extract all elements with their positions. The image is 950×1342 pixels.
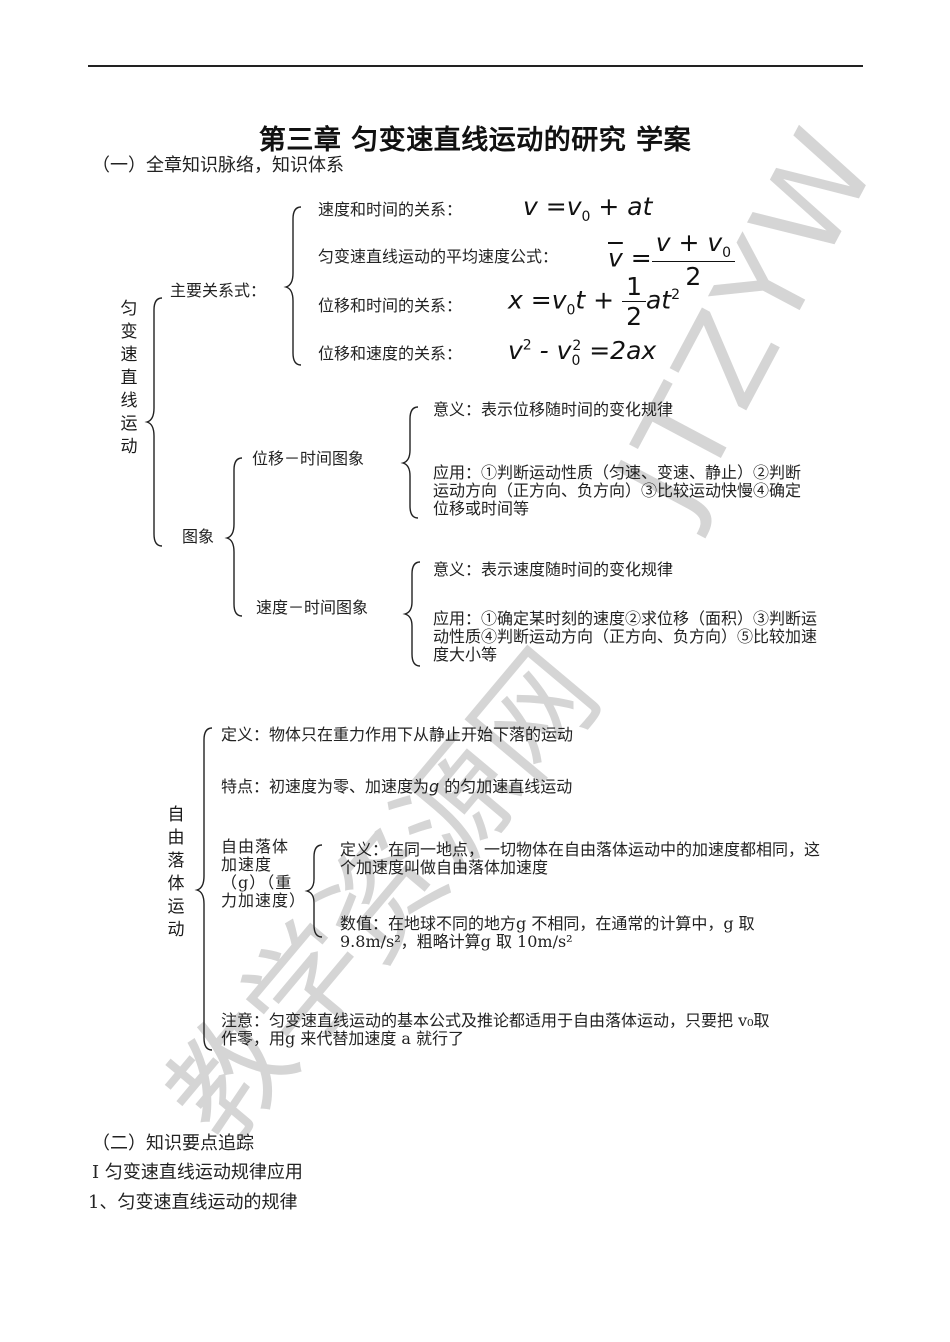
free-fall-feature: 特点：初速度为零、加速度为g 的匀加速直线运动 xyxy=(221,778,572,796)
root-brace xyxy=(144,297,163,547)
feature-post: 的匀加速直线运动 xyxy=(439,777,573,796)
header-rule xyxy=(88,65,863,67)
free-fall-brace xyxy=(194,727,213,1051)
xt-brace xyxy=(400,406,419,519)
free-fall-definition: 定义：物体只在重力作用下从静止开始下落的运动 xyxy=(221,725,574,744)
feature-g: g xyxy=(429,777,440,796)
feature-pre: 特点：初速度为零、加速度为 xyxy=(221,777,430,796)
vt-application: 应用：①确定某时刻的速度②求位移（面积）③判断运动性质④判断运动方向（正方向、负… xyxy=(433,609,818,664)
section2-heading: （二）知识要点追踪 xyxy=(92,1133,254,1154)
free-fall-label: 自由落体运动 xyxy=(167,805,185,940)
free-fall-note: 注意：匀变速直线运动的基本公式及推论都适用于自由落体运动，只要把 v₀取作零，用… xyxy=(221,1011,770,1048)
relation-label-avg: 匀变速直线运动的平均速度公式： xyxy=(318,247,559,266)
relation-label-xt: 位移和时间的关系： xyxy=(318,296,463,315)
relation-label-vt: 速度和时间的关系： xyxy=(318,200,463,219)
accel-label: 自由落体加速度（g）（重力加速度） xyxy=(221,837,307,910)
graphs-label: 图象 xyxy=(182,527,215,546)
xt-graph-label: 位移－时间图象 xyxy=(252,449,365,468)
vt-brace xyxy=(402,561,421,667)
vt-graph-label: 速度－时间图象 xyxy=(256,598,369,617)
section2-subheading: Ⅰ 匀变速直线运动规律应用 xyxy=(92,1162,303,1183)
vt-meaning: 意义：表示速度随时间的变化规律 xyxy=(433,560,674,579)
main-relations-label: 主要关系式： xyxy=(170,281,267,300)
section2-item1: 1、匀变速直线运动的规律 xyxy=(88,1192,298,1213)
accel-value: 数值：在地球不同的地方g 不相同，在通常的计算中，g 取 9.8m/s²，粗略计… xyxy=(340,914,755,951)
section1-heading: （一）全章知识脉络，知识体系 xyxy=(92,155,344,176)
xt-meaning: 意义：表示位移随时间的变化规律 xyxy=(433,400,674,419)
root-label: 匀变速直线运动 xyxy=(120,299,138,457)
accel-brace xyxy=(304,844,323,938)
xt-application: 应用：①判断运动性质（匀速、变速、静止）②判断运动方向（正方向、负方向）③比较运… xyxy=(433,463,802,518)
graphs-brace xyxy=(224,457,243,617)
formula-v-v0-at: v =v0 + at xyxy=(523,192,653,225)
relations-brace xyxy=(283,206,302,366)
page-title: 第三章 匀变速直线运动的研究 学案 xyxy=(258,125,692,156)
formula-v2-v02-2ax: v2 - v02 =2ax xyxy=(508,336,657,369)
relation-label-vx: 位移和速度的关系： xyxy=(318,344,463,363)
accel-definition: 定义：在同一地点，一切物体在自由落体运动中的加速度都相同，这个加速度叫做自由落体… xyxy=(340,840,821,877)
